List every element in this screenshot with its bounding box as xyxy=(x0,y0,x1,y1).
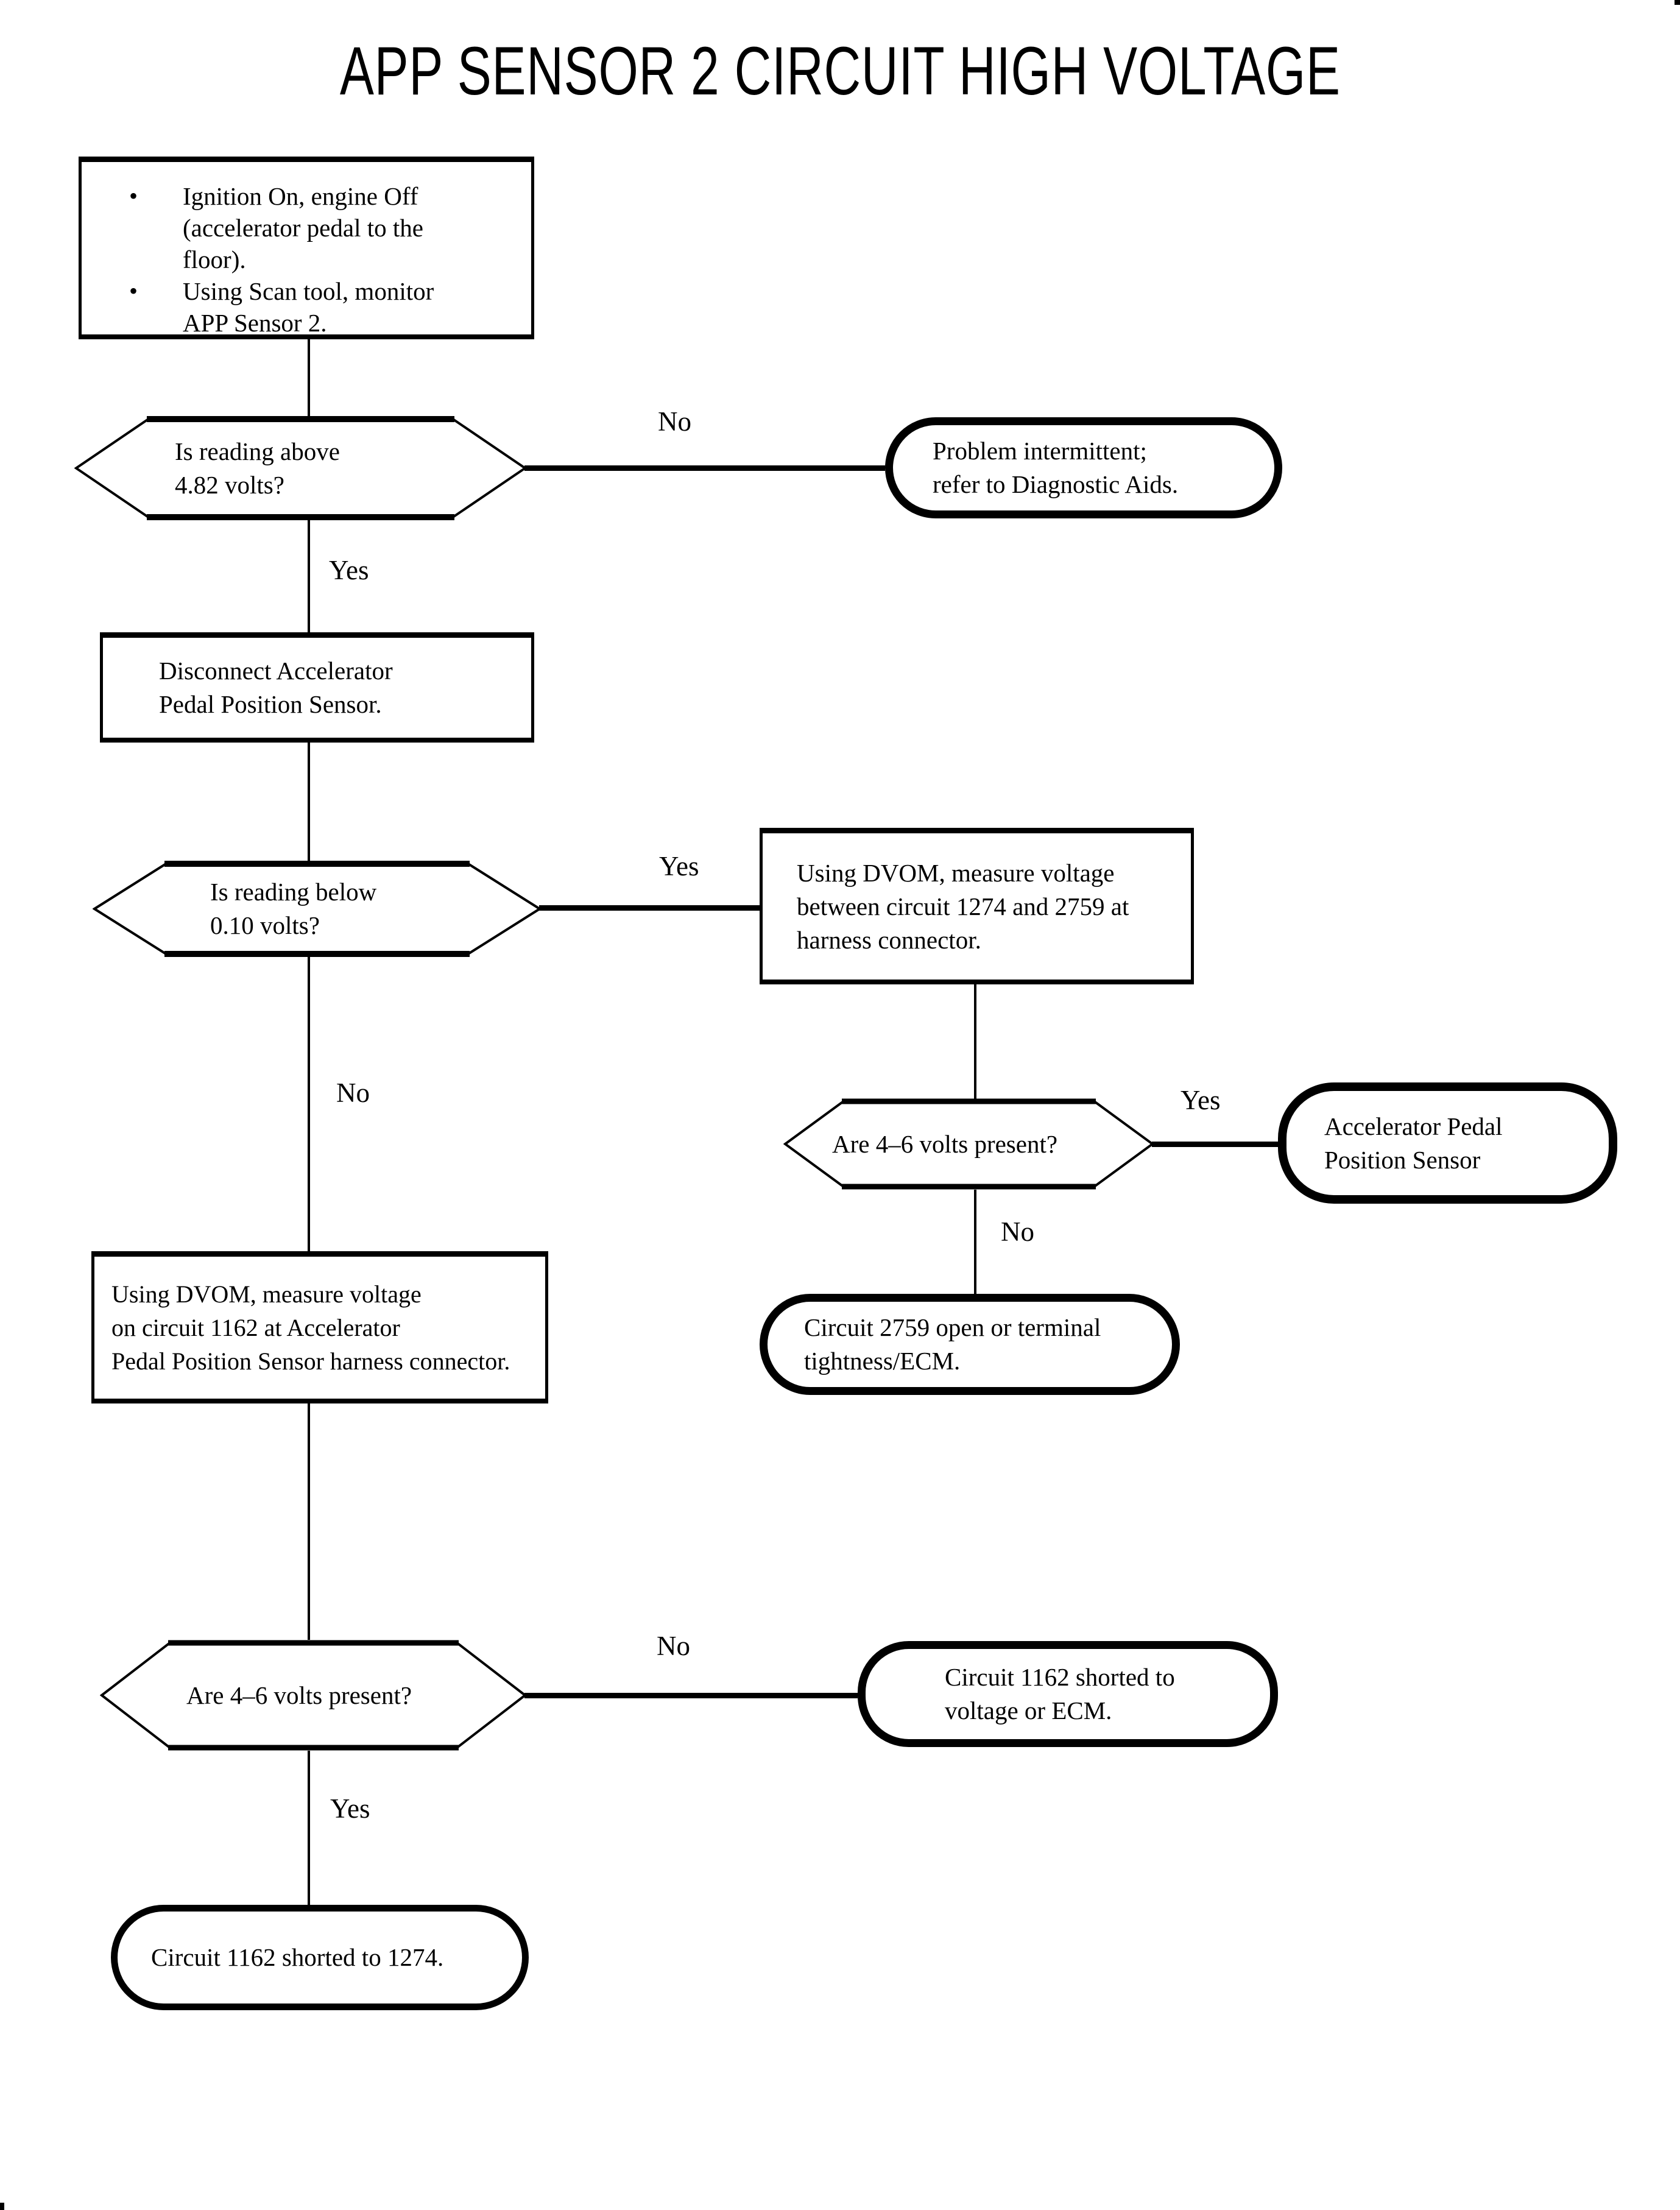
page-title: APP SENSOR 2 CIRCUIT HIGH VOLTAGE xyxy=(0,32,1680,110)
hexagon-shape xyxy=(783,1098,1154,1190)
decision-line: Is reading below xyxy=(210,878,377,906)
edge-label-yes: Yes xyxy=(1181,1085,1221,1115)
connector-decision1-yes xyxy=(308,520,310,632)
start-bullet-list: • Ignition On, engine Off (accelerator p… xyxy=(82,162,531,337)
terminal-line: Position Sensor xyxy=(1324,1145,1481,1174)
bullet-line: Using Scan tool, monitor xyxy=(183,277,434,305)
edge-label-no: No xyxy=(658,406,691,437)
bullet-icon: • xyxy=(129,182,138,210)
process-line: Disconnect Accelerator xyxy=(159,657,393,685)
connector-decision3-yes xyxy=(1152,1142,1278,1147)
terminal-line: Circuit 1162 shorted to xyxy=(945,1663,1175,1691)
connector-measure1162-to-decision4 xyxy=(308,1403,310,1640)
connector-decision4-no xyxy=(524,1693,858,1698)
bullet-item: • Ignition On, engine Off (accelerator p… xyxy=(123,180,519,275)
decision-reading-above-4-82: Is reading above 4.82 volts? xyxy=(74,416,527,520)
connector-decision2-yes xyxy=(539,905,760,911)
bullet-line: Ignition On, engine Off xyxy=(183,182,418,210)
bullet-item: • Using Scan tool, monitor APP Sensor 2. xyxy=(123,275,519,339)
terminal-circuit-2759-open: Circuit 2759 open or terminal tightness/… xyxy=(760,1294,1180,1395)
node-measure-1274-2759: Using DVOM, measure voltage between circ… xyxy=(760,828,1194,984)
connector-decision4-yes xyxy=(308,1751,310,1905)
terminal-line: voltage or ECM. xyxy=(945,1696,1112,1725)
terminal-app-sensor: Accelerator Pedal Position Sensor xyxy=(1278,1082,1617,1204)
process-line: on circuit 1162 at Accelerator xyxy=(111,1314,400,1341)
connector-disconnect-to-decision2 xyxy=(308,743,310,863)
connector-decision3-no xyxy=(974,1190,976,1294)
node-start: • Ignition On, engine Off (accelerator p… xyxy=(79,157,534,339)
edge-label-no: No xyxy=(1001,1216,1034,1247)
decision-line: 4.82 volts? xyxy=(175,470,284,499)
process-line: harness connector. xyxy=(797,925,981,954)
terminal-line: Problem intermittent; xyxy=(933,437,1147,465)
decision-line: 0.10 volts? xyxy=(210,911,320,939)
scan-artifact-bottom-left xyxy=(0,2203,4,2210)
connector-decision1-no xyxy=(524,465,885,471)
page-title-text: APP SENSOR 2 CIRCUIT HIGH VOLTAGE xyxy=(339,33,1341,109)
terminal-line: refer to Diagnostic Aids. xyxy=(933,470,1179,498)
decision-4-6-volts-left: Are 4–6 volts present? xyxy=(100,1640,527,1751)
bullet-icon: • xyxy=(129,277,138,305)
decision-line: Is reading above xyxy=(175,437,340,465)
edge-label-yes: Yes xyxy=(659,851,699,881)
edge-label-no: No xyxy=(336,1078,370,1108)
connector-decision2-no xyxy=(308,957,310,1251)
process-line: Pedal Position Sensor harness connector. xyxy=(111,1347,510,1375)
hexagon-shape xyxy=(93,861,542,957)
terminal-line: Circuit 2759 open or terminal xyxy=(804,1313,1101,1341)
terminal-problem-intermittent: Problem intermittent; refer to Diagnosti… xyxy=(885,417,1282,518)
decision-line: Are 4–6 volts present? xyxy=(186,1681,412,1709)
terminal-circuit-1162-voltage: Circuit 1162 shorted to voltage or ECM. xyxy=(858,1641,1278,1747)
node-disconnect-app-sensor: Disconnect Accelerator Pedal Position Se… xyxy=(100,632,534,743)
terminal-line: Circuit 1162 shorted to 1274. xyxy=(151,1943,444,1971)
edge-label-yes: Yes xyxy=(330,1793,370,1824)
process-line: Using DVOM, measure voltage xyxy=(111,1280,422,1308)
bullet-line: APP Sensor 2. xyxy=(183,309,327,337)
decision-line: Are 4–6 volts present? xyxy=(832,1129,1058,1158)
scan-artifact-top-right xyxy=(1675,0,1680,5)
bullet-line: floor). xyxy=(183,245,246,274)
bullet-line: (accelerator pedal to the xyxy=(183,214,423,242)
terminal-line: tightness/ECM. xyxy=(804,1347,961,1375)
terminal-line: Accelerator Pedal xyxy=(1324,1112,1503,1140)
decision-4-6-volts-right: Are 4–6 volts present? xyxy=(783,1098,1154,1190)
connector-measure-to-decision3 xyxy=(974,984,976,1101)
connector-start-to-decision1 xyxy=(308,339,310,418)
node-measure-1162: Using DVOM, measure voltage on circuit 1… xyxy=(91,1251,548,1403)
edge-label-yes: Yes xyxy=(329,555,369,585)
process-line: between circuit 1274 and 2759 at xyxy=(797,892,1129,920)
terminal-circuit-1162-1274: Circuit 1162 shorted to 1274. xyxy=(111,1905,529,2010)
process-line: Using DVOM, measure voltage xyxy=(797,858,1115,887)
edge-label-no: No xyxy=(657,1631,690,1661)
decision-reading-below-0-10: Is reading below 0.10 volts? xyxy=(93,861,542,957)
process-line: Pedal Position Sensor. xyxy=(159,690,382,718)
